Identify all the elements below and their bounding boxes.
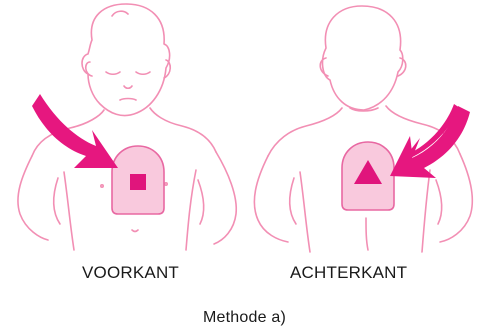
pad-square-symbol: [130, 174, 146, 190]
method-caption: Methode a): [0, 309, 489, 327]
front-electrode-pad: [112, 146, 164, 214]
front-arrow-icon: [32, 94, 118, 168]
back-electrode-pad: [342, 142, 394, 210]
back-arrow-icon: [390, 104, 470, 178]
front-label: VOORKANT: [82, 263, 179, 283]
back-label: ACHTERKANT: [290, 263, 407, 283]
